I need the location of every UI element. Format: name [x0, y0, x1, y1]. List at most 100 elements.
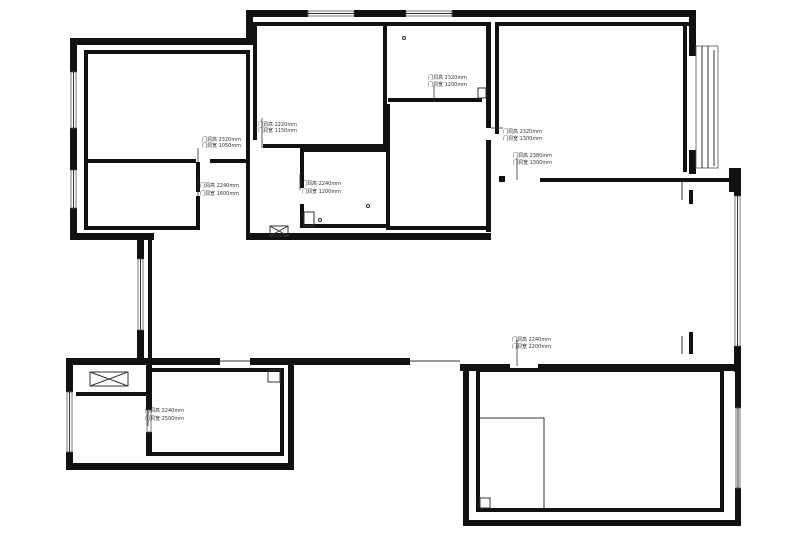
wall-master-right [683, 22, 687, 172]
wall-bath2-left [300, 150, 304, 188]
door-note-height: 门洞高 2240mm [512, 336, 551, 343]
door-note-width: 门洞宽 1200mm [428, 81, 467, 88]
wall-br3-inner-left [476, 368, 480, 510]
wall-balcony-inner [76, 392, 150, 396]
door-note-height: 门洞高 2380mm [513, 152, 552, 159]
wall-corridor-left-2 [137, 330, 144, 362]
wall-kitchen-top [150, 368, 284, 372]
bath-shaft [303, 211, 315, 227]
wall-center-bottom [386, 226, 491, 230]
wall-balcony-divider2 [146, 432, 152, 456]
wall-kitchen-bottom [150, 452, 284, 456]
window-balcony-divider [146, 409, 152, 433]
wall-br3-inner-top [476, 368, 724, 372]
wall-living-bottom-right [460, 364, 510, 371]
wall-master-left [495, 22, 499, 134]
wall-living-bottom-mid [250, 358, 410, 365]
door-note-height: 门洞高 2320mm [503, 128, 542, 135]
wall-master-bottom-stub [499, 176, 505, 182]
wall-closet-right [196, 162, 200, 192]
bath-shaft-2 [477, 87, 487, 99]
window-right-bay [695, 45, 719, 169]
drain-2 [366, 204, 370, 208]
wall-left-mid [70, 128, 77, 170]
wall-bedroom1-top [84, 50, 250, 54]
wall-bedroom1-left [84, 50, 88, 162]
door-note-width: 门洞宽 1300mm [503, 135, 542, 142]
wall-right-upper [689, 10, 696, 56]
wall-upper-left-top [70, 38, 253, 45]
wall-hall-stub [246, 213, 250, 240]
wall-balcony-left2 [66, 452, 73, 470]
wall-corridor-left [137, 233, 144, 259]
wall-living-bottom-left [144, 358, 220, 365]
wall-bath2-bottom [300, 224, 386, 228]
wall-master-bottom [540, 178, 736, 182]
wall-bath2-top [300, 148, 386, 152]
windows [66, 10, 741, 489]
drain-3 [318, 218, 322, 222]
wall-step-left [246, 10, 253, 44]
wall-center-right [486, 140, 491, 232]
wall-bath-bottom [388, 98, 482, 102]
wall-kitchen-right [280, 368, 284, 456]
door-notes: 门洞高 2320mm 门洞宽 1050mm 门洞高 2220mm 门洞宽 115… [145, 74, 552, 422]
wall-bedroom1-right [246, 50, 250, 236]
wall-left-lower [70, 208, 77, 240]
wall-center-mid [386, 104, 390, 228]
wall-bedroom1-bottom2 [210, 159, 250, 163]
walls [66, 10, 741, 526]
door-note-width: 门洞宽 2500mm [145, 415, 184, 422]
wall-right-mid [734, 188, 741, 196]
wall-br3-outer-bottom [463, 520, 741, 526]
door-note-width: 门洞宽 2200mm [512, 343, 551, 350]
wall-mbed-top [253, 22, 387, 26]
wall-br3-left [463, 364, 469, 526]
wall-mbed-left [253, 22, 257, 140]
wall-closet-right2 [196, 196, 200, 230]
wall-corridor-inner [148, 236, 152, 360]
drain-1 [402, 36, 406, 40]
floor-drain-box [269, 225, 289, 237]
kitchen-shaft [267, 369, 281, 383]
br3-shaft [479, 497, 491, 509]
wall-balcony-divider [146, 362, 152, 410]
balcony-cabinet [89, 371, 129, 387]
wall-top-left [246, 10, 308, 17]
wall-closet-bottom [84, 226, 200, 230]
door-note-height: 门洞高 2240mm [200, 182, 239, 189]
wall-living-divider-2 [689, 190, 693, 204]
wall-closet-left [84, 162, 88, 230]
wall-master-top [495, 22, 689, 26]
wall-bath-top [386, 22, 488, 26]
door-note-height: 门洞高 2240mm [302, 180, 341, 187]
wall-bedroom1-bottom [84, 159, 196, 163]
door-note-width: 门洞宽 1200mm [302, 188, 341, 195]
wall-br3-inner-right [720, 368, 724, 510]
door-note-height: 门洞高 2320mm [202, 136, 241, 143]
wall-br3-outer-right2 [735, 488, 741, 526]
wall-left-top [70, 38, 77, 72]
wall-right-upper-2 [689, 150, 696, 174]
wall-top-right [452, 10, 696, 17]
wall-top-mid [354, 10, 406, 17]
wall-mbed-bottom [263, 144, 387, 148]
br3-wardrobe-outline [480, 417, 545, 508]
door-note-height: 门洞高 2220mm [258, 121, 297, 128]
door-note-width: 门洞宽 1150mm [258, 127, 297, 134]
wall-br3-outer-right [735, 368, 741, 408]
wall-bath-right [486, 22, 491, 128]
door-note-width: 门洞宽 1050mm [202, 142, 241, 149]
door-note-height: 门洞高 2240mm [145, 407, 184, 414]
wall-balcony-top [66, 358, 144, 365]
wall-br3-inner-bottom [476, 508, 724, 512]
wall-kitchen-outer [288, 362, 294, 470]
wall-bath2-left2 [300, 204, 304, 228]
wall-mbed-right [383, 22, 387, 148]
wall-hall-bottom [246, 233, 491, 240]
wall-balcony-left [66, 358, 73, 392]
door-note-width: 门洞宽 1600mm [200, 190, 239, 197]
door-note-width: 门洞宽 1300mm [513, 159, 552, 166]
wall-right-lower [734, 346, 741, 372]
